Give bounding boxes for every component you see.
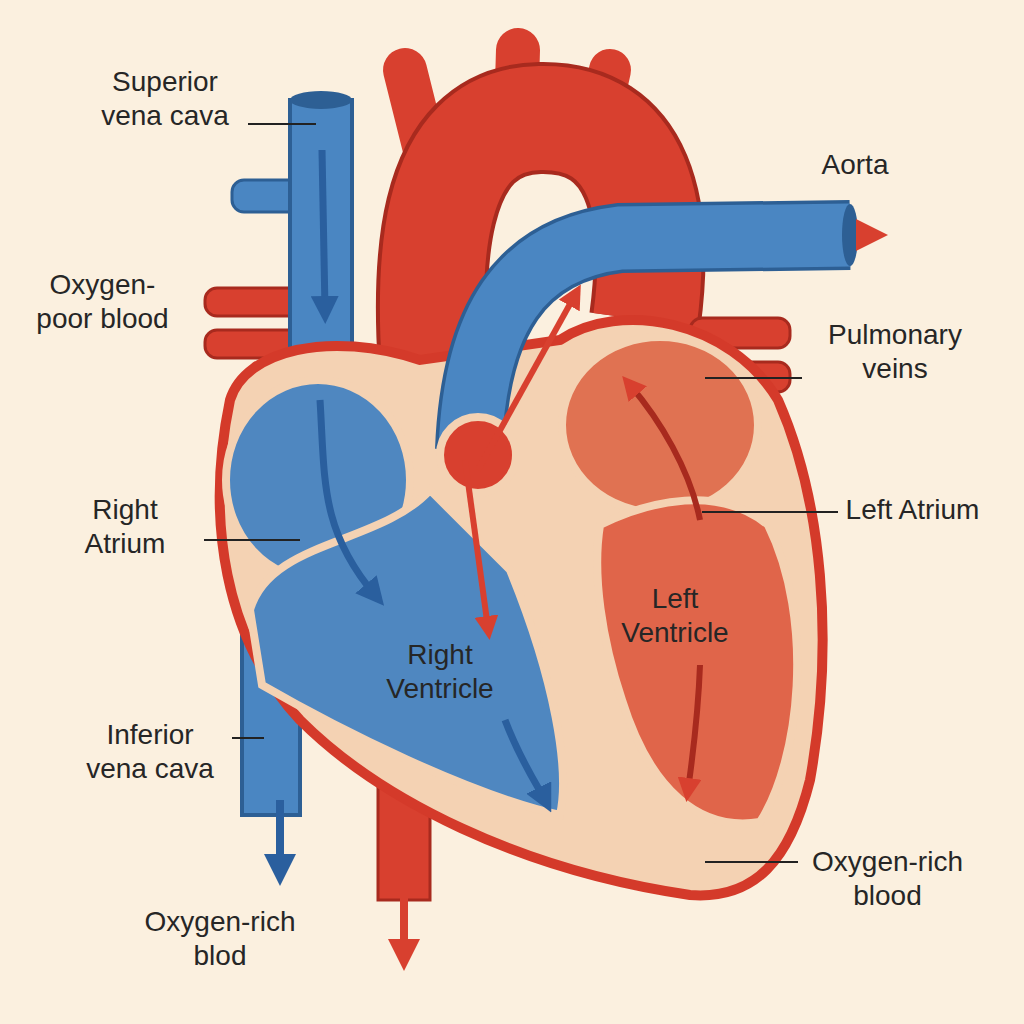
flow-arrow: [322, 150, 325, 310]
flow-arrow: [630, 385, 700, 520]
chamber-label: Right Ventricle: [365, 638, 515, 705]
flow-arrow: [505, 720, 545, 800]
flow-arrow: [856, 231, 872, 239]
part-label: Inferior vena cava: [75, 718, 225, 785]
left-ventricle: [597, 500, 797, 823]
flow-arrow: [688, 665, 700, 790]
leader-line: [705, 861, 798, 863]
leader-lines: [204, 124, 838, 862]
flow-label: Oxygen-rich blood: [805, 845, 970, 912]
flow-arrow: [478, 295, 575, 470]
part-label: Superior vena cava: [90, 65, 240, 132]
chamber-label: Left Ventricle: [600, 582, 750, 649]
vessel-opening: [842, 204, 858, 266]
valve: [440, 417, 516, 493]
flow-arrow: [276, 800, 284, 870]
vessel: [205, 288, 300, 316]
leader-line: [702, 511, 838, 513]
flow-arrow: [400, 890, 408, 955]
vessel-opening: [290, 91, 352, 109]
flow-label: Oxygen-poor blood: [30, 268, 175, 335]
leader-line: [232, 737, 264, 739]
part-label: Aorta: [800, 148, 910, 182]
part-label: Pulmonary veins: [810, 318, 980, 385]
flow-arrow: [465, 460, 488, 628]
part-label: Right Atrium: [55, 493, 195, 560]
flow-arrow: [320, 400, 375, 595]
right-ventricle: [250, 490, 563, 815]
leader-line: [204, 539, 300, 541]
leader-line: [705, 377, 802, 379]
part-label: Left Atrium: [845, 493, 980, 527]
flow-label: Oxygen-rich blod: [130, 905, 310, 972]
leader-line: [248, 123, 316, 125]
heart-wall: [220, 320, 823, 895]
